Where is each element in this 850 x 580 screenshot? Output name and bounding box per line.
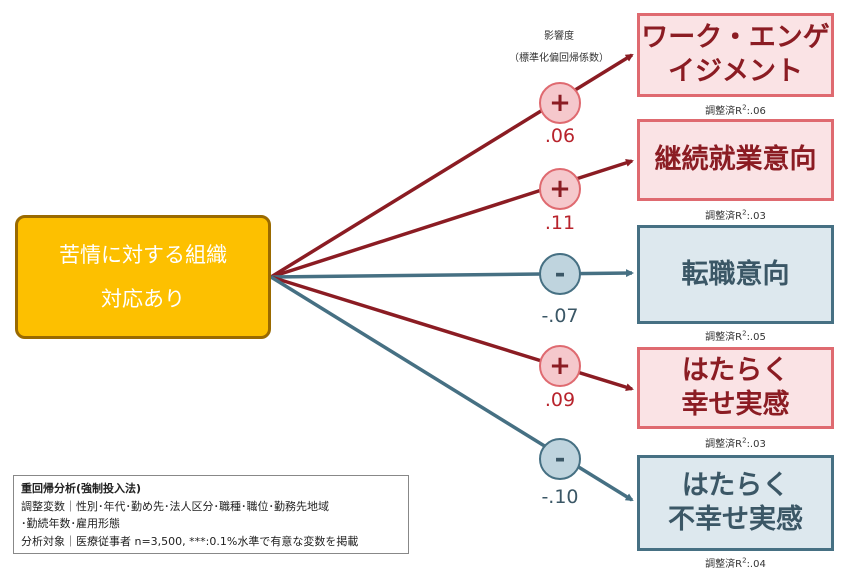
r2-continued-employment: 調整済R2:.03 <box>705 208 766 222</box>
r2-unhappiness: 調整済R2:.04 <box>705 556 766 570</box>
plus-sign-icon: + <box>539 345 581 387</box>
effect-sublabel: （標準化偏回帰係数） <box>509 53 609 64</box>
outcome-label-line1: 転職意向 <box>681 258 790 290</box>
source-label-line1: 苦情に対する組織 <box>59 243 227 267</box>
coef-work-engagement: .06 <box>544 125 576 147</box>
plus-sign-icon: + <box>539 168 581 210</box>
note-control-vars-cont: ･勤続年数･雇用形態 <box>21 517 120 530</box>
outcome-continued-employment: 継続就業意向 <box>637 119 834 201</box>
r2-work-engagement: 調整済R2:.06 <box>705 103 766 117</box>
coef-unhappiness: -.10 <box>541 486 579 508</box>
minus-sign-icon: - <box>539 253 581 295</box>
outcome-label-line2: 不幸せ実感 <box>668 504 803 535</box>
outcome-label-line2: イジメント <box>668 56 803 87</box>
note-title: 重回帰分析(強制投入法) <box>21 482 142 495</box>
outcome-label-line2: 幸せ実感 <box>681 389 790 420</box>
coef-happiness: .09 <box>544 389 576 411</box>
r2-happiness: 調整済R2:.03 <box>705 436 766 450</box>
analysis-note: 重回帰分析(強制投入法) 調整変数｜性別･年代･勤め先･法人区分･職種･職位･勤… <box>13 475 409 554</box>
outcome-unhappiness: はたらく 不幸せ実感 <box>637 455 834 551</box>
coef-continued-employment: .11 <box>544 212 576 234</box>
coef-turnover-intention: -.07 <box>541 305 579 327</box>
source-node: 苦情に対する組織 対応あり <box>15 215 271 339</box>
outcome-work-engagement: ワーク・エンゲ イジメント <box>637 13 834 97</box>
note-sample: 分析対象｜医療従事者 n=3,500, ***:0.1%水準で有意な変数を掲載 <box>21 534 359 548</box>
outcome-happiness: はたらく 幸せ実感 <box>637 347 834 429</box>
outcome-label-line1: ワーク・エンゲ <box>641 22 830 53</box>
edge-work-engagement <box>270 53 634 279</box>
outcome-label-line1: はたらく <box>681 355 790 386</box>
r2-turnover-intention: 調整済R2:.05 <box>705 329 766 343</box>
outcome-label-line1: 継続就業意向 <box>654 144 817 175</box>
outcome-label-line1: はたらく <box>681 470 790 501</box>
outcome-turnover-intention: 転職意向 <box>637 225 834 324</box>
note-control-vars: 調整変数｜性別･年代･勤め先･法人区分･職種･職位･勤務先地域 <box>21 499 329 513</box>
source-label-line2: 対応あり <box>101 287 185 311</box>
plus-sign-icon: + <box>539 82 581 124</box>
minus-sign-icon: - <box>539 438 581 480</box>
effect-label: 影響度 <box>544 31 574 42</box>
